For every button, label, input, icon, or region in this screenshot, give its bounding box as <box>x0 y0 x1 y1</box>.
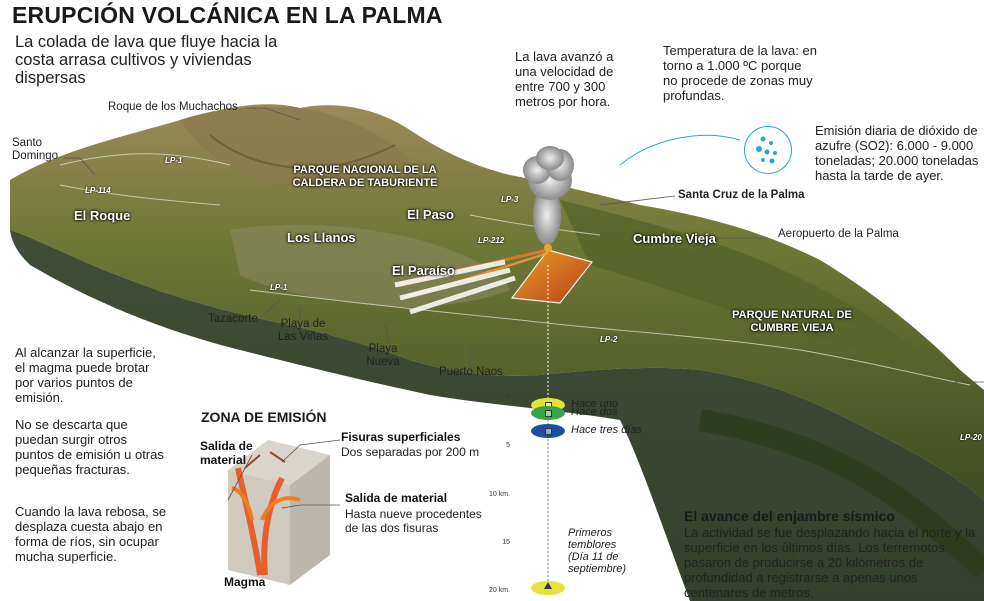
first-tremors-label: Primeros temblores (Día 11 de septiembre… <box>568 527 627 576</box>
label-santa-cruz: Santa Cruz de la Palma <box>678 189 805 201</box>
label-salida-material-2: Salida de material <box>345 491 448 505</box>
note-magma-surface: Al alcanzar la superficie, el magma pued… <box>15 345 156 405</box>
road-lp3: LP-3 <box>501 195 519 204</box>
label-playa-nueva: Playa Nueva <box>366 343 400 369</box>
label-cumbre-vieja: Cumbre Vieja <box>633 231 716 246</box>
road-lp212: LP-212 <box>478 236 505 245</box>
label-santo-domingo: Santo Domingo <box>12 137 59 163</box>
label-el-paraiso: El Paraíso <box>392 263 455 278</box>
label-roque-muchachos: Roque de los Muchachos <box>108 101 238 113</box>
label-salida-material-desc: Hasta nueve procedentes de las dos fisur… <box>345 507 482 535</box>
label-playa-vinas: Playa de Las Viñas <box>277 318 329 344</box>
label-aeropuerto: Aeropuerto de la Palma <box>778 228 899 240</box>
seismic-swarm-heading: El avance del enjambre sísmico <box>684 508 895 524</box>
emission-block-illustration <box>228 440 330 585</box>
island-body <box>10 104 984 501</box>
page-subtitle: La colada de lava que fluye hacia la cos… <box>15 33 278 88</box>
caldera-ridge <box>180 106 410 187</box>
label-puerto-naos: Puerto Naos <box>439 366 503 378</box>
label-tazacorte: Tazacorte <box>208 313 258 325</box>
seismic-swarm-text: La actividad se fue desplazando hacia el… <box>684 525 976 600</box>
label-fisuras-desc: Dos separadas por 200 m <box>341 445 480 459</box>
road-lp114: LP-114 <box>85 186 111 195</box>
road-lp1-west: LP-1 <box>270 283 288 292</box>
road-lp2: LP-2 <box>600 335 618 344</box>
label-el-roque: El Roque <box>74 208 131 223</box>
lava-temperature-fact: Temperatura de la lava: en torno a 1.000… <box>663 43 817 103</box>
label-magma: Magma <box>224 575 266 589</box>
label-salida-material-1: Salida de material <box>200 439 253 467</box>
flow-arrow-3 <box>409 275 516 315</box>
emission-zone-heading: ZONA DE EMISIÓN <box>201 409 327 425</box>
lava-flow <box>510 249 594 304</box>
road-lp1-north: LP-1 <box>165 156 183 165</box>
so2-emission-fact: Emisión diaria de dióxido de azufre (SO2… <box>815 123 979 183</box>
flow-arrow-1 <box>394 259 506 288</box>
note-lava-rivers: Cuando la lava rebosa, se desplaza cuest… <box>15 504 167 564</box>
label-parque-cumbre-vieja: PARQUE NATURAL DE CUMBRE VIEJA <box>732 309 852 334</box>
label-los-llanos: Los Llanos <box>287 230 356 245</box>
note-new-emission-points: No se descarta que puedan surgir otros p… <box>15 417 164 477</box>
cumbre-vieja-ridge <box>560 200 930 360</box>
label-fisuras-superficiales: Fisuras superficiales <box>341 430 461 444</box>
lava-speed-fact: La lava avanzó a una velocidad de entre … <box>515 49 614 109</box>
flow-arrow-2 <box>399 267 511 301</box>
label-el-paso: El Paso <box>407 207 454 222</box>
so2-droplets-icon <box>744 126 792 174</box>
ash-plume <box>523 146 574 245</box>
road-lp20: LP-20 <box>960 433 982 442</box>
page-title: ERUPCIÓN VOLCÁNICA EN LA PALMA <box>12 2 443 28</box>
coastal-cliff <box>10 230 984 601</box>
label-parque-taburiente: PARQUE NACIONAL DE LA CALDERA DE TABURIE… <box>292 164 438 189</box>
